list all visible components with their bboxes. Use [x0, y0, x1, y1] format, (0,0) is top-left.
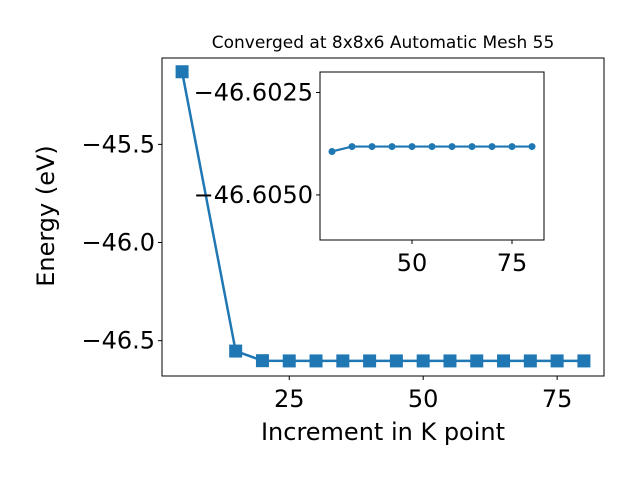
main-data-point [550, 354, 564, 368]
main-x-tick-label: 25 [274, 385, 305, 413]
main-data-point [497, 354, 511, 368]
inset-chart: 50 75 −46.6050 −46.6025 [194, 71, 545, 277]
inset-x-tick-label: 75 [497, 249, 528, 277]
main-data-point [470, 354, 484, 368]
main-x-ticks: 25 50 75 [274, 376, 572, 413]
inset-data-point [348, 143, 356, 151]
inset-data-point [528, 143, 536, 151]
main-data-point [282, 354, 296, 368]
main-y-tick-label: −45.5 [81, 130, 155, 158]
main-data-point [443, 354, 457, 368]
main-data-point [255, 354, 269, 368]
inset-data-point [508, 143, 516, 151]
main-data-point [523, 354, 537, 368]
main-plot-area [175, 65, 591, 368]
x-axis-label: Increment in K point [261, 418, 505, 446]
main-y-tick-label: −46.0 [81, 229, 155, 257]
main-data-point [363, 354, 377, 368]
inset-y-ticks: −46.6050 −46.6025 [194, 78, 320, 209]
inset-data-point [448, 143, 456, 151]
main-data-point [309, 354, 323, 368]
main-data-point [577, 354, 591, 368]
inset-background [320, 72, 544, 240]
y-axis-label: Energy (eV) [32, 145, 60, 287]
inset-x-tick-label: 50 [397, 249, 428, 277]
main-x-tick-label: 50 [408, 385, 439, 413]
main-chart: Converged at 8x8x6 Automatic Mesh 55 Inc… [32, 33, 605, 446]
main-data-point [389, 354, 403, 368]
main-data-point [229, 344, 243, 358]
inset-data-point [428, 143, 436, 151]
inset-y-tick-label: −46.6050 [194, 181, 313, 209]
inset-data-point [368, 143, 376, 151]
main-y-ticks: −45.5 −46.0 −46.5 [81, 130, 162, 355]
main-data-point [416, 354, 430, 368]
main-data-point [175, 65, 189, 79]
main-y-tick-label: −46.5 [81, 327, 155, 355]
inset-data-point [388, 143, 396, 151]
main-axes-frame [161, 57, 605, 377]
chart-title: Converged at 8x8x6 Automatic Mesh 55 [212, 33, 555, 53]
inset-plot-area [328, 143, 536, 155]
main-data-point [336, 354, 350, 368]
inset-data-point [328, 147, 336, 155]
inset-x-ticks: 50 75 [397, 240, 528, 277]
inset-axes-frame [319, 71, 545, 241]
inset-data-point [488, 143, 496, 151]
main-x-tick-label: 75 [542, 385, 573, 413]
inset-y-tick-label: −46.6025 [194, 78, 313, 106]
inset-data-point [468, 143, 476, 151]
inset-data-point [408, 143, 416, 151]
